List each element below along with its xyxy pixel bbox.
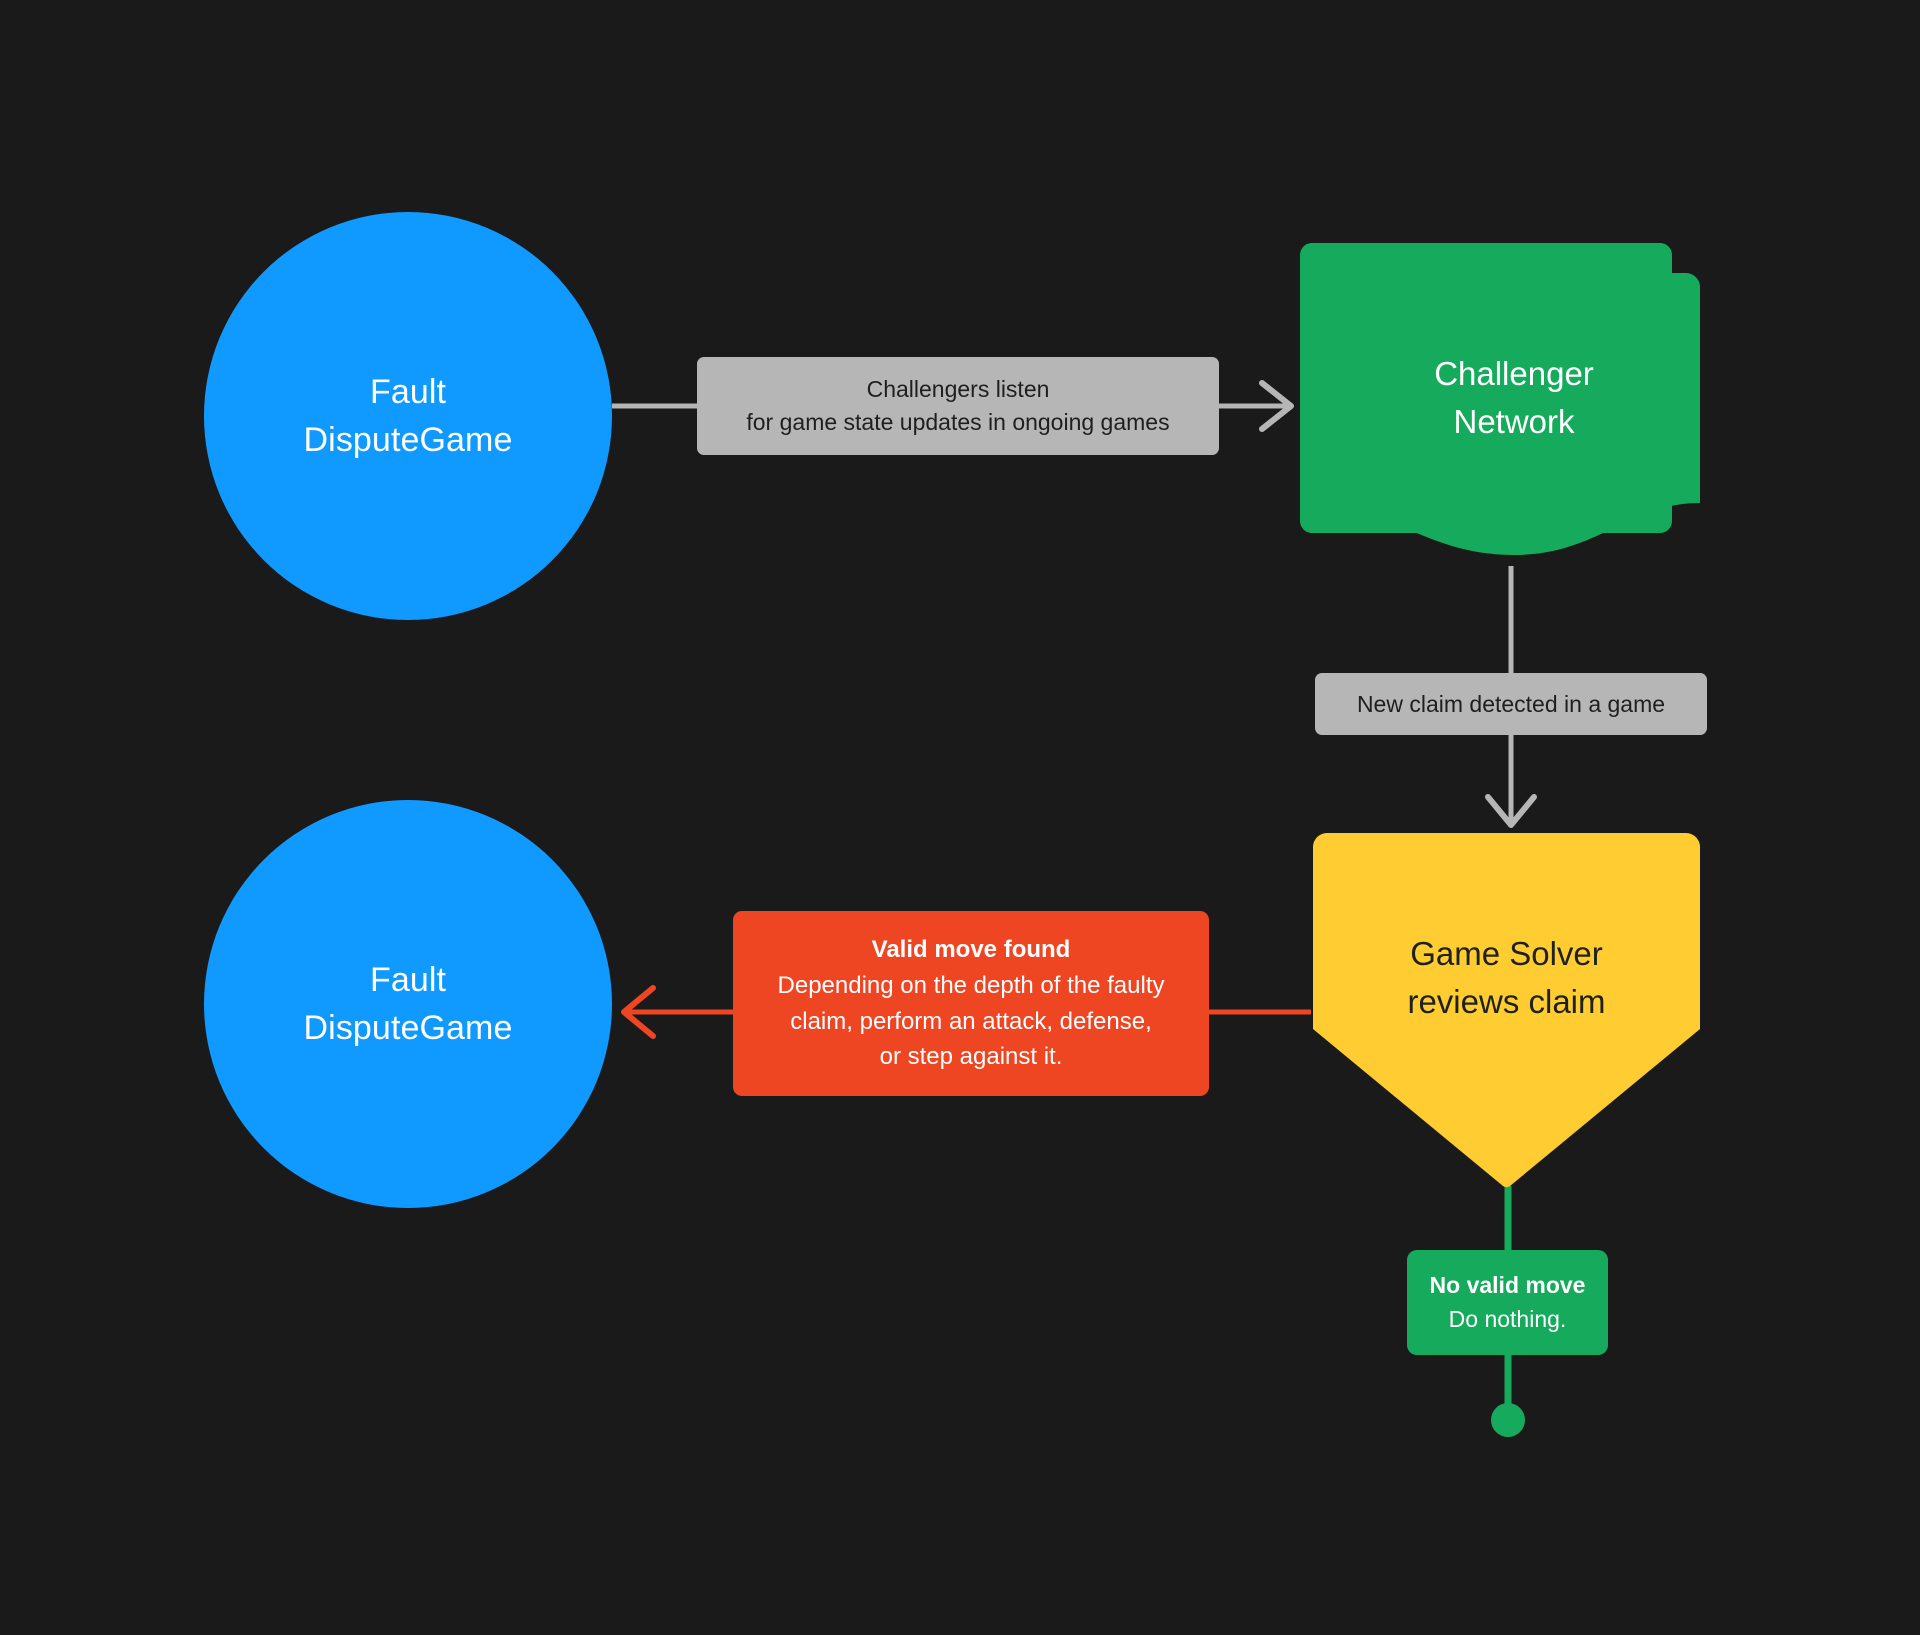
edge-label-new-claim-detected[interactable]: New claim detected in a game	[1315, 673, 1707, 735]
node-challenger-network[interactable]: Challenger Network	[1300, 243, 1700, 563]
arrowhead-right-gray	[1259, 380, 1294, 432]
document-front-layer	[1328, 273, 1700, 555]
edge-label-no-valid-move[interactable]: No valid move Do nothing.	[1407, 1250, 1608, 1355]
node-fault-dispute-game-top[interactable]: Fault DisputeGame	[204, 212, 612, 620]
arrowhead-down-gray	[1485, 794, 1537, 828]
node-label-line: DisputeGame	[303, 421, 513, 459]
node-label-line: Challenger	[1434, 355, 1594, 393]
node-label-line: reviews claim	[1407, 983, 1606, 1020]
arrowhead-left-red	[621, 985, 656, 1039]
edge-label-title: Valid move found	[871, 936, 1071, 964]
pentagon-shape	[1313, 833, 1700, 1188]
node-challenger-network-label: Challenger Network	[1328, 273, 1700, 523]
edge-label-valid-move-found[interactable]: Valid move found Depending on the depth …	[733, 911, 1209, 1096]
node-game-solver-label: Game Solver reviews claim	[1313, 833, 1700, 1123]
node-label-line: Fault	[369, 372, 447, 411]
edge-label-line: Depending on the depth of the faulty	[777, 971, 1165, 999]
node-label-line: DisputeGame	[303, 1009, 513, 1047]
edge-label-challengers-listen[interactable]: Challengers listen for game state update…	[697, 357, 1219, 455]
edge-label-line: or step against it.	[879, 1043, 1063, 1071]
node-game-solver[interactable]: Game Solver reviews claim	[1313, 833, 1700, 1188]
node-label-line: Network	[1453, 403, 1575, 440]
edge-label-line: Challengers listen	[866, 376, 1050, 403]
terminal-stop-dot	[1491, 1403, 1525, 1437]
edge-label-title: No valid move	[1429, 1271, 1586, 1298]
node-label-line: Game Solver	[1410, 935, 1603, 973]
node-label-line: Fault	[369, 960, 447, 999]
edge-label-line: New claim detected in a game	[1356, 690, 1666, 717]
edge-label-line: for game state updates in ongoing games	[746, 409, 1170, 435]
node-fault-dispute-game-bottom[interactable]: Fault DisputeGame	[204, 800, 612, 1208]
edge-label-line: Do nothing.	[1448, 1305, 1567, 1332]
edge-label-line: claim, perform an attack, defense,	[790, 1007, 1152, 1035]
